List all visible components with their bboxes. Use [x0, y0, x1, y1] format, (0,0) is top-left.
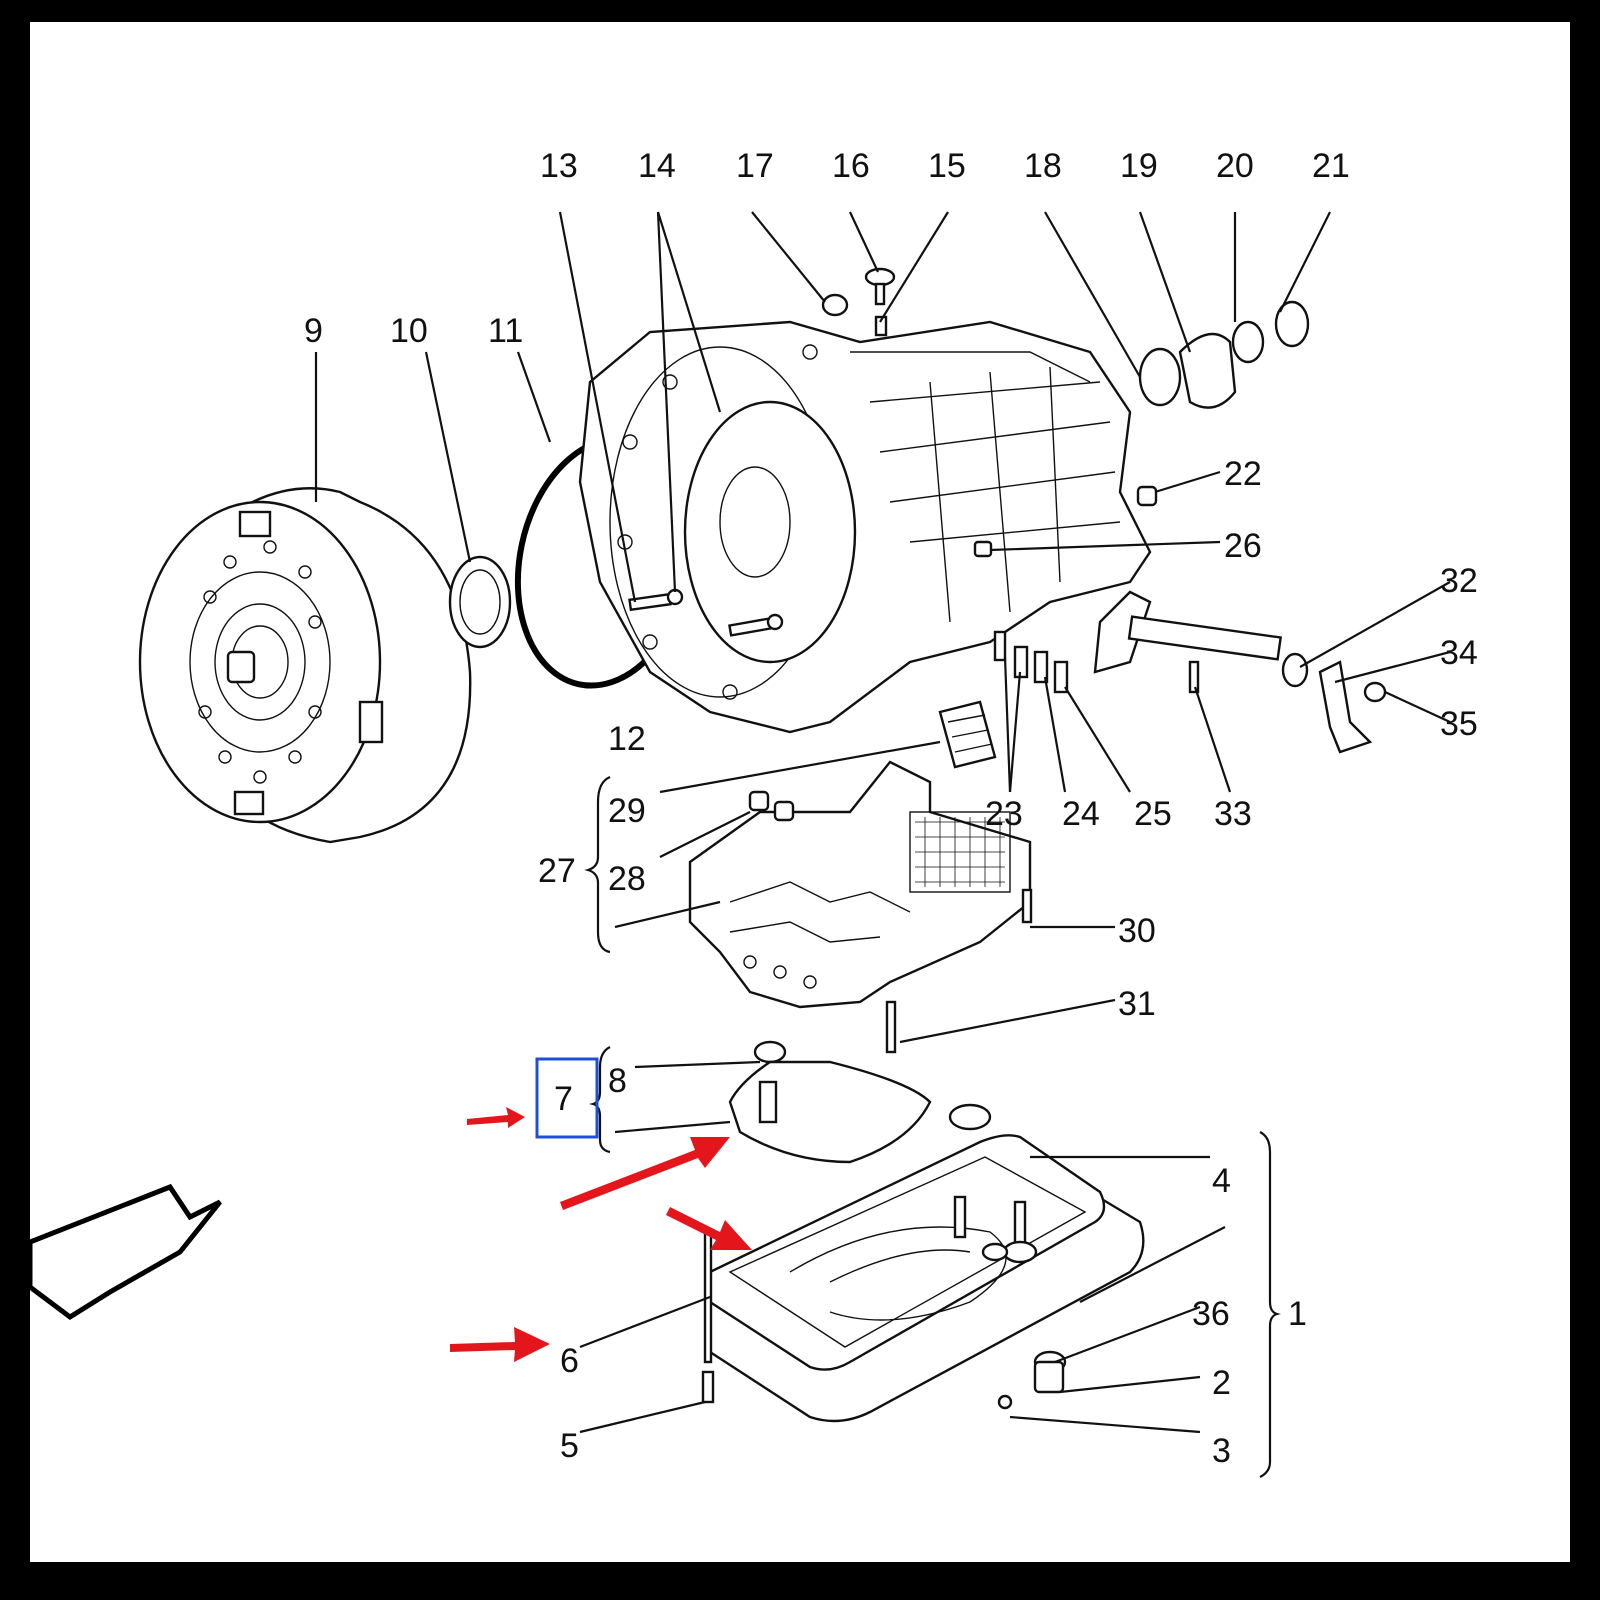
callout-12: 12 — [608, 720, 646, 758]
callout-labels: 1 2 3 4 5 6 7 8 9 10 11 12 13 14 15 16 1… — [304, 147, 1478, 1470]
callout-19: 19 — [1120, 147, 1158, 185]
callout-11: 11 — [488, 312, 523, 350]
callout-34: 34 — [1440, 634, 1478, 672]
callout-18: 18 — [1024, 147, 1062, 185]
callout-5: 5 — [560, 1427, 579, 1465]
direction-arrow — [30, 1183, 222, 1321]
seal-ring-10 — [448, 555, 512, 649]
callout-24: 24 — [1062, 795, 1100, 833]
oil-pan-1 — [701, 1134, 1145, 1423]
callout-16: 16 — [832, 147, 870, 185]
callout-7: 7 — [554, 1080, 573, 1118]
bolts-30-31 — [885, 888, 1033, 1054]
callout-14: 14 — [638, 147, 676, 185]
bolts-12-13-14 — [628, 588, 784, 637]
braces — [584, 775, 1281, 1478]
callout-8: 8 — [608, 1062, 627, 1100]
washer-top — [948, 1103, 992, 1131]
bellows-29 — [938, 700, 997, 769]
callout-27: 27 — [538, 852, 576, 890]
callout-28: 28 — [608, 860, 646, 898]
filter-7 — [728, 1040, 932, 1164]
top-small-parts — [821, 267, 1310, 409]
callout-9: 9 — [304, 312, 323, 350]
red-arrows — [450, 1107, 752, 1362]
callout-23: 23 — [985, 795, 1023, 833]
callout-4: 4 — [1212, 1162, 1231, 1200]
exploded-transmission-diagram: 1 2 3 4 5 6 7 8 9 10 11 12 13 14 15 16 1… — [30, 147, 1478, 1478]
diagram-canvas: 1 2 3 4 5 6 7 8 9 10 11 12 13 14 15 16 1… — [30, 22, 1570, 1562]
callout-1: 1 — [1288, 1295, 1307, 1333]
right-side-parts — [973, 485, 1387, 754]
callout-10: 10 — [390, 312, 428, 350]
callout-30: 30 — [1118, 912, 1156, 950]
callout-17: 17 — [736, 147, 774, 185]
callout-25: 25 — [1134, 795, 1172, 833]
callout-35: 35 — [1440, 705, 1478, 743]
callout-2: 2 — [1212, 1364, 1231, 1402]
callout-33: 33 — [1214, 795, 1252, 833]
callout-6: 6 — [560, 1342, 579, 1380]
callout-32: 32 — [1440, 562, 1478, 600]
valve-body-27 — [688, 760, 1032, 1009]
callout-26: 26 — [1224, 527, 1262, 565]
callout-36: 36 — [1192, 1295, 1230, 1333]
callout-3: 3 — [1212, 1432, 1231, 1470]
highlight-box-7 — [535, 1057, 599, 1139]
callout-13: 13 — [540, 147, 578, 185]
callout-15: 15 — [928, 147, 966, 185]
callout-22: 22 — [1224, 455, 1262, 493]
callout-20: 20 — [1216, 147, 1254, 185]
callout-31: 31 — [1118, 985, 1156, 1023]
callout-29: 29 — [608, 792, 646, 830]
leader-lines — [314, 211, 1451, 1434]
transmission-housing — [578, 320, 1152, 734]
callout-21: 21 — [1312, 147, 1350, 185]
torque-converter — [138, 487, 472, 844]
